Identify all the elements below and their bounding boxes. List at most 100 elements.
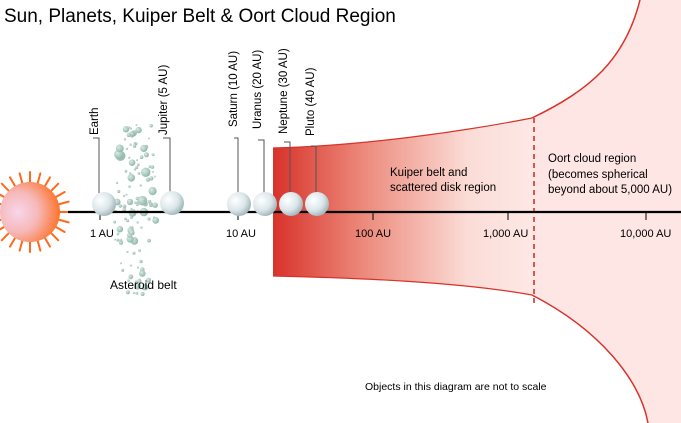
asteroid bbox=[126, 132, 131, 138]
sun-ray bbox=[0, 232, 10, 242]
asteroid bbox=[141, 284, 149, 291]
sun-ray bbox=[57, 200, 70, 206]
neptune-label: Neptune (30 AU) bbox=[278, 48, 290, 134]
axis-label-10000au: 10,000 AU bbox=[620, 228, 671, 240]
asteroid bbox=[140, 226, 143, 229]
asteroid bbox=[139, 155, 144, 159]
jupiter-leader bbox=[163, 137, 171, 192]
asteroid bbox=[147, 217, 151, 221]
asteroid bbox=[120, 262, 122, 265]
earth-planet bbox=[92, 192, 116, 216]
asteroid bbox=[145, 177, 151, 182]
asteroid bbox=[125, 193, 128, 196]
asteroid bbox=[134, 280, 137, 283]
sun-ray bbox=[54, 191, 66, 198]
asteroid bbox=[147, 137, 150, 140]
asteroid-belt-label: Asteroid belt bbox=[110, 278, 177, 292]
asteroid bbox=[130, 226, 134, 229]
asteroid bbox=[137, 163, 140, 166]
oort-label-line3: beyond about 5,000 AU) bbox=[548, 184, 672, 196]
asteroid bbox=[115, 181, 119, 185]
asteroid bbox=[137, 172, 141, 175]
asteroid bbox=[136, 201, 139, 204]
asteroid bbox=[136, 203, 139, 207]
sun-ray bbox=[54, 226, 66, 233]
asteroid bbox=[132, 291, 135, 294]
asteroid bbox=[124, 217, 127, 221]
asteroid bbox=[135, 126, 142, 134]
sun-ray bbox=[0, 193, 6, 198]
asteroid bbox=[137, 195, 148, 206]
asteroid bbox=[129, 229, 135, 236]
asteroid bbox=[150, 165, 155, 169]
asteroid bbox=[119, 238, 123, 242]
asteroid bbox=[125, 147, 129, 150]
asteroid bbox=[139, 270, 146, 277]
asteroid bbox=[151, 170, 154, 173]
asteroid bbox=[122, 194, 125, 197]
asteroid bbox=[129, 172, 132, 175]
asteroid bbox=[121, 268, 125, 272]
asteroid bbox=[124, 169, 128, 173]
oort-cloud-lower-boundary bbox=[531, 294, 649, 423]
axis-label-1000au: 1,000 AU bbox=[483, 228, 528, 240]
asteroid bbox=[147, 238, 151, 243]
asteroid bbox=[151, 153, 155, 157]
asteroid bbox=[152, 202, 158, 208]
asteroid bbox=[148, 187, 157, 196]
kuiper-label-line2: scattered disk region bbox=[390, 182, 496, 194]
asteroid bbox=[129, 143, 132, 146]
oort-cloud-upper-boundary bbox=[531, 0, 641, 119]
uranus-planet bbox=[253, 192, 277, 216]
saturn-planet bbox=[227, 192, 251, 216]
uranus-leader bbox=[258, 139, 265, 193]
asteroid bbox=[115, 144, 124, 153]
asteroid bbox=[117, 232, 120, 235]
asteroid bbox=[137, 278, 142, 284]
jupiter-planet bbox=[160, 191, 184, 215]
sun-ray bbox=[0, 218, 3, 222]
asteroid bbox=[135, 291, 139, 295]
asteroid bbox=[152, 216, 156, 219]
sun-ray bbox=[9, 236, 16, 248]
asteroid bbox=[122, 207, 127, 212]
earth-label: Earth bbox=[89, 108, 101, 136]
sun-ray bbox=[18, 239, 24, 252]
planet-leaders bbox=[93, 137, 317, 193]
oort-label-line1: Oort cloud region bbox=[548, 153, 636, 165]
asteroid bbox=[128, 185, 131, 188]
asteroid bbox=[141, 167, 151, 177]
asteroid-belt bbox=[113, 124, 160, 296]
asteroid bbox=[129, 234, 132, 238]
asteroid bbox=[128, 274, 134, 280]
kuiper-belt-region bbox=[273, 118, 532, 295]
kuiper-label-line1: Kuiper belt and bbox=[390, 167, 467, 179]
asteroid bbox=[136, 159, 138, 161]
asteroid bbox=[122, 126, 130, 133]
axis-label-1au: 1 AU bbox=[90, 228, 114, 240]
asteroid bbox=[135, 165, 139, 170]
asteroid bbox=[136, 221, 139, 224]
uranus-label: Uranus (20 AU) bbox=[252, 50, 264, 129]
pluto-planet bbox=[305, 192, 329, 216]
asteroid bbox=[140, 292, 145, 296]
asteroid bbox=[132, 144, 137, 148]
kuiper-upper-edge bbox=[272, 117, 533, 149]
saturn-label: Saturn (10 AU) bbox=[228, 51, 240, 127]
asteroid bbox=[133, 141, 136, 145]
asteroid bbox=[149, 176, 154, 181]
scale-footnote: Objects in this diagram are not to scale bbox=[365, 381, 547, 393]
sun-ray bbox=[36, 172, 42, 185]
axis-label-100au: 100 AU bbox=[355, 228, 391, 240]
sun-ray bbox=[0, 182, 10, 192]
asteroid bbox=[149, 124, 153, 128]
sun-ray bbox=[18, 172, 24, 185]
jupiter-label: Jupiter (5 AU) bbox=[158, 65, 170, 135]
sun-ray bbox=[44, 176, 51, 188]
asteroid bbox=[145, 277, 152, 283]
asteroid bbox=[114, 238, 116, 241]
asteroid bbox=[138, 249, 141, 252]
asteroid bbox=[127, 126, 131, 129]
asteroid bbox=[122, 204, 127, 209]
